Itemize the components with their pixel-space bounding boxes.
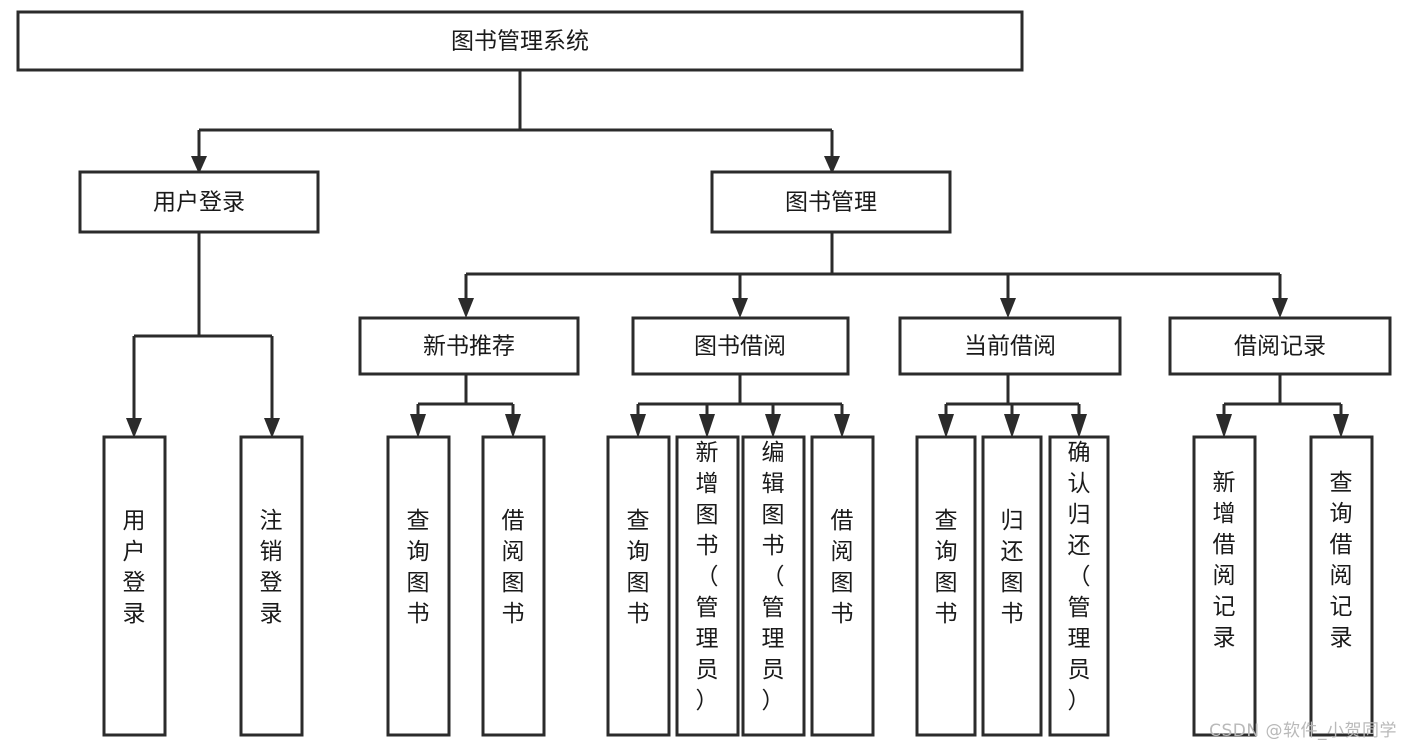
leaf-borrow-query-book[interactable]: 查询图书	[606, 435, 671, 737]
connector-layer	[126, 70, 1349, 438]
node-book-management[interactable]: 图书管理	[710, 170, 952, 234]
node-root-book-management-system[interactable]: 图书管理系统	[16, 10, 1024, 72]
arrow-user-login-leaf-2	[264, 418, 280, 438]
leaf-record-add-record-label: 新增借阅记录	[1213, 470, 1236, 651]
arrow-root-to-user-login	[191, 156, 207, 174]
csdn-watermark: CSDN @软件_小贺同学	[1209, 721, 1397, 741]
arrow-current-leaf-1	[938, 414, 954, 438]
leaf-record-query-record[interactable]: 查询借阅记录	[1309, 435, 1374, 737]
leaf-borrow-add-book-label: 新增图书（管理员）	[696, 440, 719, 714]
node-borrow-record[interactable]: 借阅记录	[1168, 316, 1392, 376]
arrow-book-mgmt-child-1	[458, 298, 474, 318]
leaf-current-confirm-return-label: 确认归还（管理员）	[1068, 440, 1091, 714]
arrow-borrow-leaf-1	[630, 414, 646, 438]
leaf-borrow-borrow-book-label: 借阅图书	[831, 508, 854, 627]
leaf-borrow-edit-book-label: 编辑图书（管理员）	[762, 440, 785, 714]
node-current-borrow[interactable]: 当前借阅	[898, 316, 1122, 376]
leaf-record-add-record[interactable]: 新增借阅记录	[1192, 435, 1257, 737]
leaf-borrow-edit-book[interactable]: 编辑图书（管理员）	[741, 435, 806, 737]
leaf-user-login-logout-label: 注销登录	[260, 508, 283, 627]
leaf-user-login-login-label: 用户登录	[123, 508, 146, 627]
leaf-current-return-book-label: 归还图书	[1001, 508, 1024, 627]
node-new-book-recommend-label: 新书推荐	[423, 334, 515, 360]
leaf-current-confirm-return[interactable]: 确认归还（管理员）	[1048, 435, 1110, 737]
node-user-login-label: 用户登录	[153, 190, 245, 216]
leaf-record-query-record-label: 查询借阅记录	[1330, 470, 1353, 651]
leaf-recommend-query-book-label: 查询图书	[407, 508, 430, 627]
leaf-recommend-borrow-book-label: 借阅图书	[502, 508, 525, 627]
arrow-root-to-book-mgmt	[824, 156, 840, 174]
leaf-current-query-book[interactable]: 查询图书	[915, 435, 977, 737]
leaf-user-login-logout[interactable]: 注销登录	[239, 435, 304, 737]
leaf-recommend-query-book[interactable]: 查询图书	[386, 435, 451, 737]
arrow-book-mgmt-child-4	[1272, 298, 1288, 318]
leaf-recommend-borrow-book[interactable]: 借阅图书	[481, 435, 546, 737]
arrow-borrow-leaf-2	[699, 414, 715, 438]
leaf-borrow-add-book[interactable]: 新增图书（管理员）	[675, 435, 740, 737]
leaf-borrow-borrow-book[interactable]: 借阅图书	[810, 435, 875, 737]
arrow-book-mgmt-child-2	[732, 298, 748, 318]
leaf-user-login-login[interactable]: 用户登录	[102, 435, 167, 737]
node-book-borrow-label: 图书借阅	[694, 334, 786, 360]
node-book-borrow[interactable]: 图书借阅	[631, 316, 850, 376]
arrow-book-mgmt-child-3	[1000, 298, 1016, 318]
arrow-record-leaf-2	[1333, 414, 1349, 438]
arrow-recommend-leaf-2	[505, 414, 521, 438]
leaf-current-query-book-label: 查询图书	[935, 508, 958, 627]
node-user-login[interactable]: 用户登录	[78, 170, 320, 234]
leaf-current-return-book[interactable]: 归还图书	[981, 435, 1043, 737]
arrow-recommend-leaf-1	[410, 414, 426, 438]
arrow-borrow-leaf-4	[834, 414, 850, 438]
arrow-borrow-leaf-3	[765, 414, 781, 438]
node-root-label: 图书管理系统	[451, 29, 589, 55]
arrow-current-leaf-3	[1071, 414, 1087, 438]
node-book-management-label: 图书管理	[785, 190, 877, 216]
node-borrow-record-label: 借阅记录	[1234, 334, 1326, 360]
arrow-user-login-leaf-1	[126, 418, 142, 438]
leaf-borrow-query-book-label: 查询图书	[627, 508, 650, 627]
arrow-record-leaf-1	[1216, 414, 1232, 438]
node-current-borrow-label: 当前借阅	[964, 334, 1056, 360]
node-new-book-recommend[interactable]: 新书推荐	[358, 316, 580, 376]
arrow-current-leaf-2	[1004, 414, 1020, 438]
